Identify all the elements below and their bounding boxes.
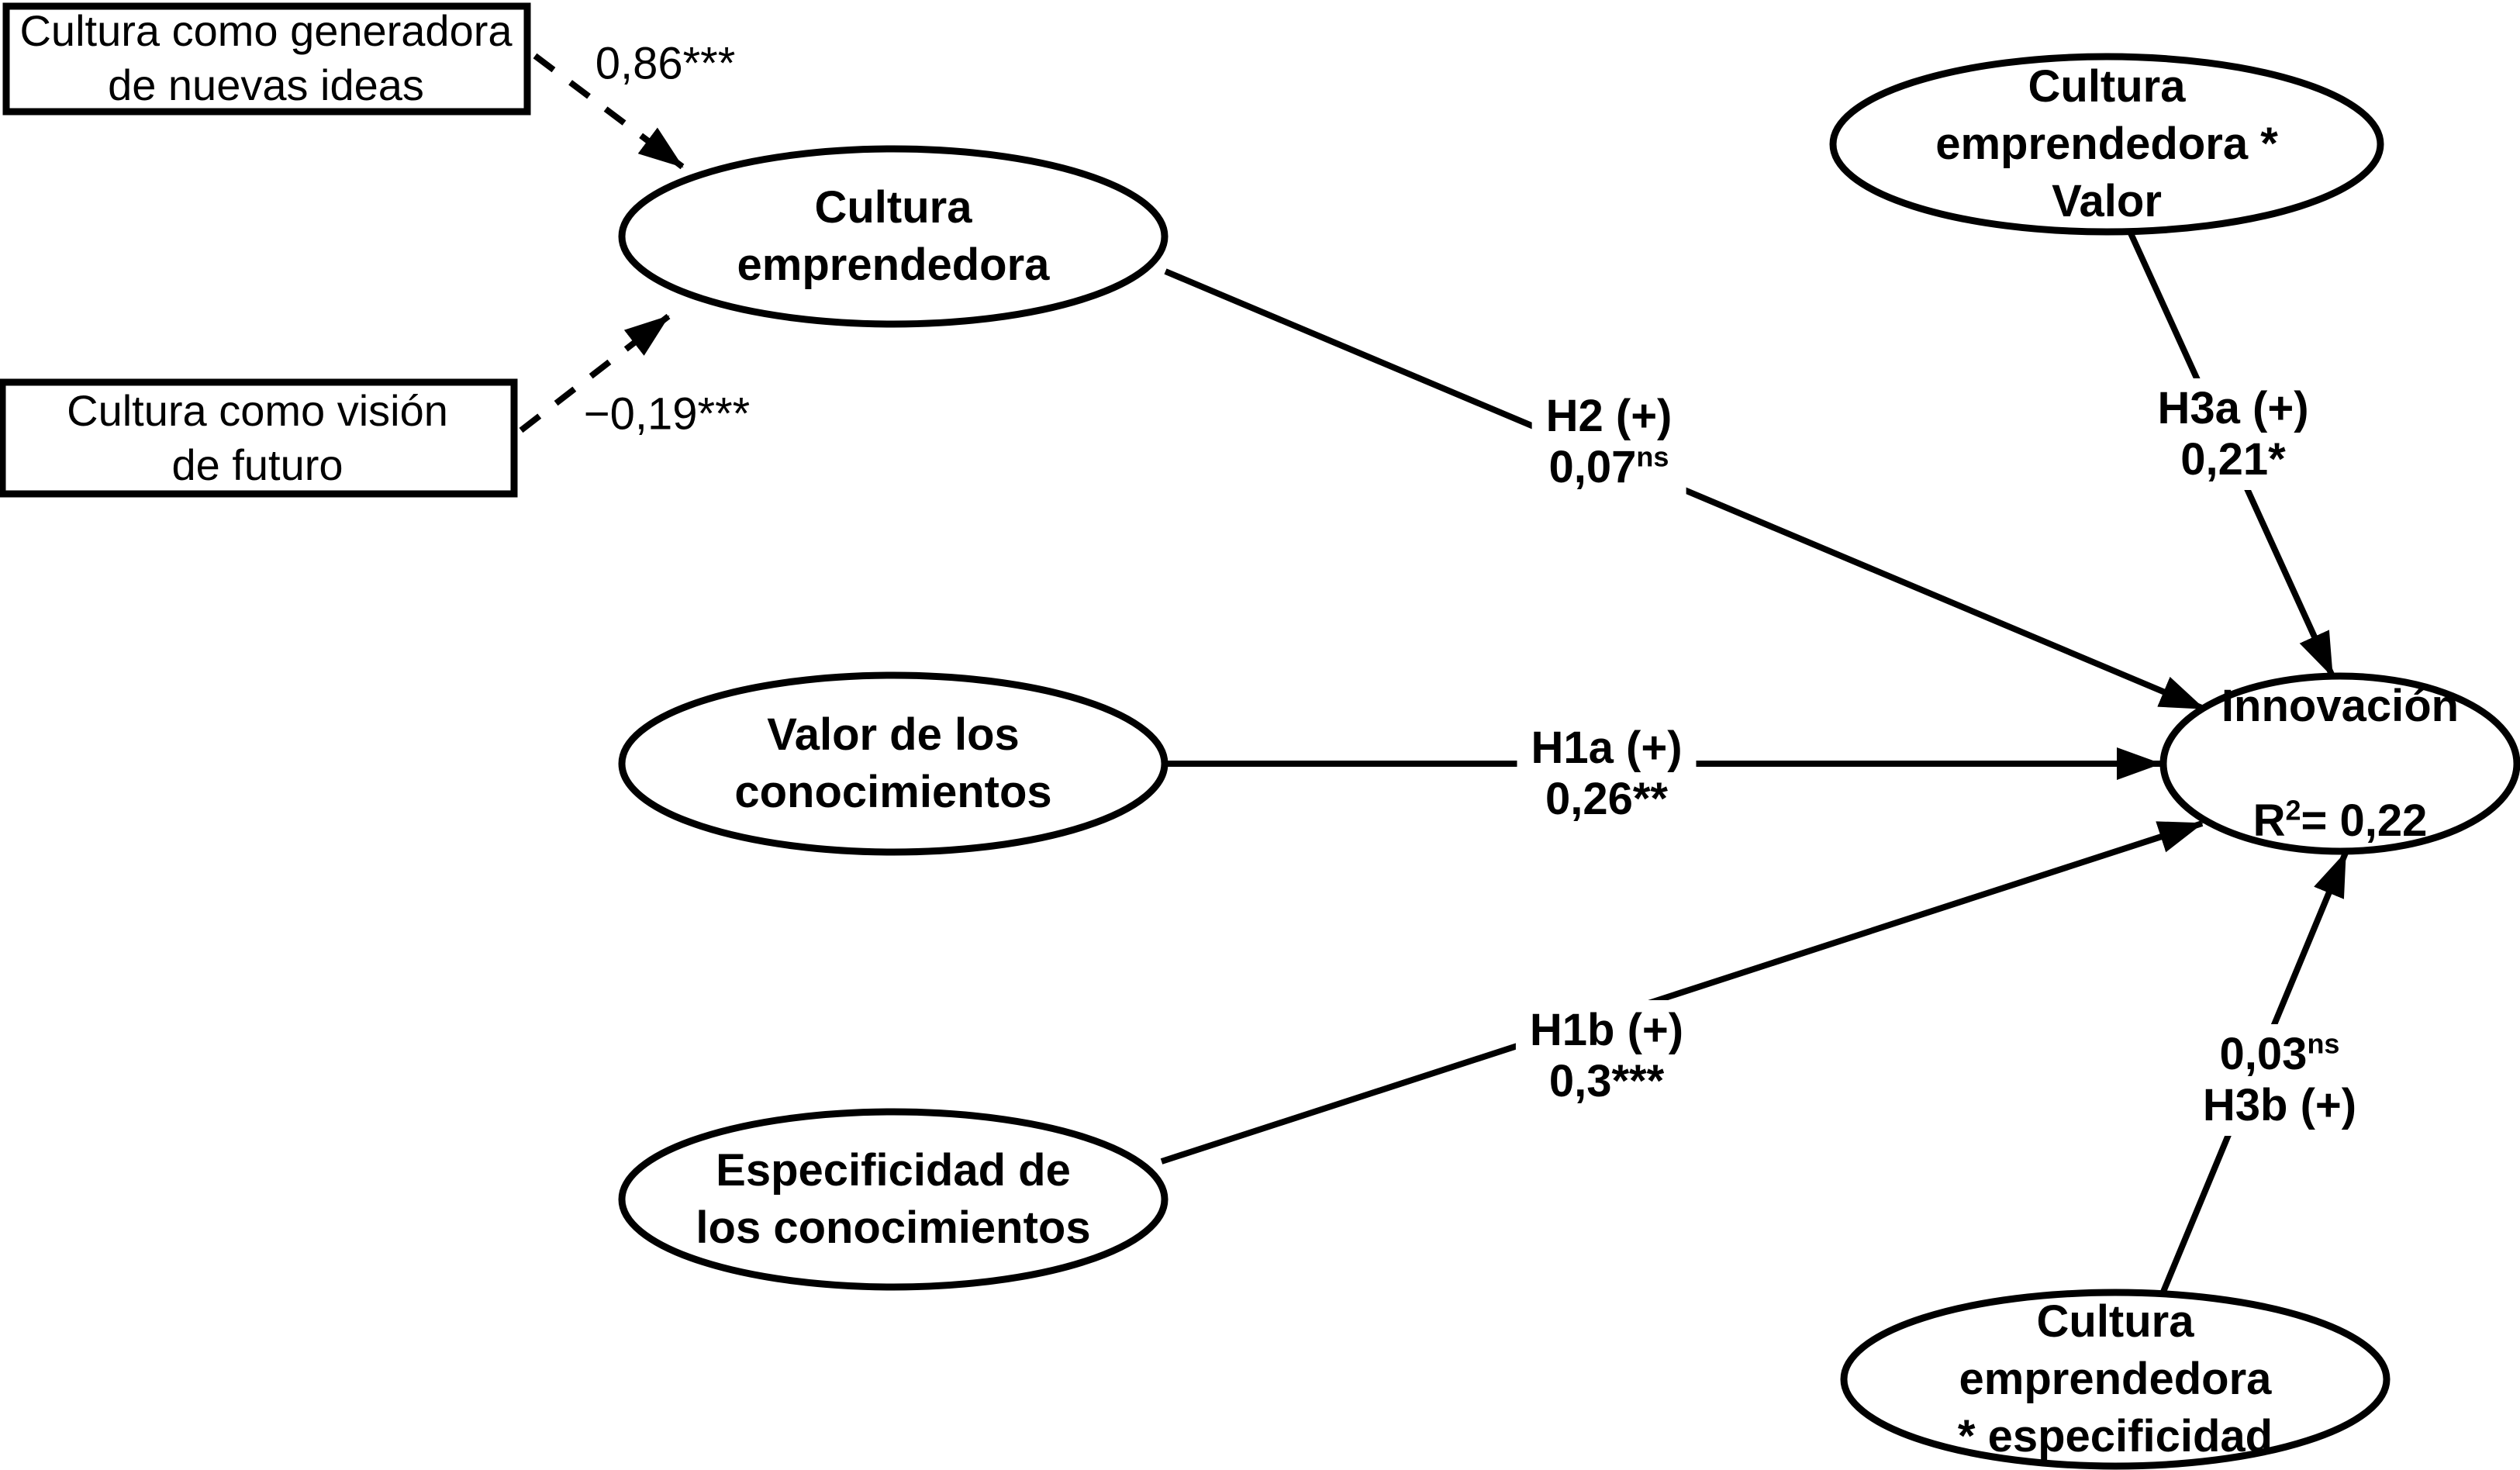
rect-cultura-generadora <box>2 2 531 116</box>
h1a-value-number: 0,26** <box>1545 774 1669 824</box>
label-cultura-valor-interaccion: Cultura emprendedora * Valor <box>1935 61 2278 226</box>
h1a-hypothesis: H1a (+) <box>1531 723 1683 773</box>
label-cultura-generadora: Cultura como generadora de nuevas ideas <box>19 6 513 109</box>
h1b-value-number: 0,3*** <box>1548 1056 1665 1106</box>
path-h1b-especificidad-to-innovacion <box>1160 820 2204 1165</box>
innovacion-r-squared: R2= 0,22 <box>2221 792 2459 850</box>
h3a-value-number: 0,21* <box>2180 434 2286 485</box>
h1b-hypothesis: H1b (+) <box>1529 1005 1684 1055</box>
label-cultura-emprendedora: Cultura emprendedora <box>737 182 1050 290</box>
h2-label: H2 (+) 0,07ns <box>1531 386 1686 498</box>
rect-cultura-vision <box>0 378 518 498</box>
h2-hypothesis: H2 (+) <box>1545 391 1673 441</box>
h3b-value: 0,03ns <box>2203 1029 2356 1080</box>
ellipse-valor-conocimientos <box>618 671 1169 856</box>
h3b-hypothesis: H3b (+) <box>2202 1080 2357 1130</box>
h2-value-number: 0,07 <box>1548 442 1637 492</box>
h1b-value: 0,3*** <box>1530 1056 1683 1107</box>
coef-generadora: 0,86*** <box>595 38 736 89</box>
h1a-value: 0,26** <box>1531 774 1682 825</box>
label-innovacion: Innovación R2= 0,22 <box>2221 620 2459 907</box>
h3b-significance: ns <box>2307 1027 2340 1060</box>
label-especificidad-conocimientos: Especificidad de los conocimientos <box>696 1145 1091 1253</box>
ellipse-especificidad-conocimientos <box>618 1108 1169 1291</box>
ellipse-cultura-valor-interaccion <box>1829 53 2384 236</box>
h2-value: 0,07ns <box>1546 442 1673 493</box>
path-generadora-to-cultura <box>533 53 685 170</box>
coef-vision: −0,19*** <box>583 388 751 440</box>
h3a-label: H3a (+) 0,21* <box>2143 378 2323 490</box>
ellipse-cultura-especificidad-interaccion <box>1840 1289 2391 1470</box>
h3b-label: 0,03ns H3b (+) <box>2188 1024 2371 1136</box>
h3a-value: 0,21* <box>2157 434 2308 485</box>
ellipse-cultura-emprendedora <box>618 145 1169 328</box>
h2-significance: ns <box>1636 440 1669 473</box>
innovacion-r-sup: 2 <box>2285 794 2301 826</box>
h1b-label: H1b (+) 0,3*** <box>1515 1000 1698 1112</box>
h3a-hypothesis: H3a (+) <box>2157 383 2309 433</box>
label-cultura-vision: Cultura como visión de futuro <box>67 386 448 489</box>
path-vision-to-cultura <box>519 313 671 433</box>
innovacion-r: R <box>2252 795 2286 846</box>
label-valor-conocimientos: Valor de los conocimientos <box>734 709 1052 817</box>
h1a-label: H1a (+) 0,26** <box>1517 718 1697 830</box>
ellipse-innovacion <box>2159 672 2520 855</box>
h3b-value-number: 0,03 <box>2219 1029 2308 1079</box>
innovacion-r-rest: = 0,22 <box>2301 795 2428 846</box>
innovacion-title: Innovación <box>2221 681 2460 731</box>
label-cultura-especificidad-interaccion: Cultura emprendedora * especificidad <box>1957 1296 2273 1461</box>
